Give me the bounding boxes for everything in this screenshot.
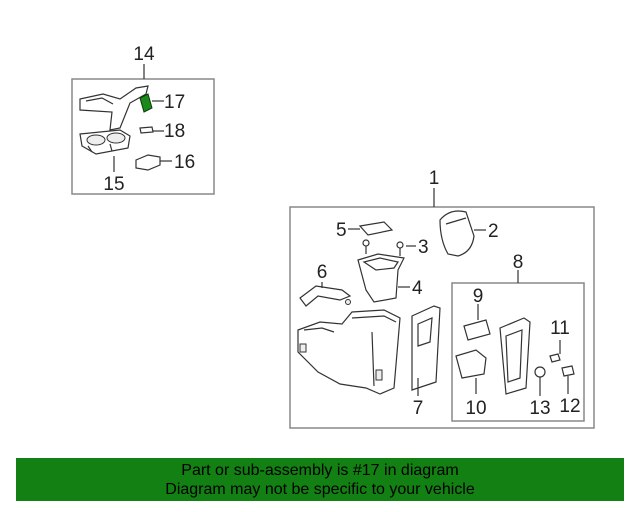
banner-line-2: Diagram may not be specific to your vehi… bbox=[165, 481, 475, 498]
trim-plate-detail bbox=[85, 97, 114, 105]
parts-diagram: 14 17 15 18 16 1 5 bbox=[71, 44, 595, 429]
label-13: 13 bbox=[529, 398, 550, 419]
inset-group-14: 14 17 15 18 16 bbox=[71, 44, 215, 195]
part-12 bbox=[561, 365, 575, 377]
label-18: 18 bbox=[164, 121, 185, 142]
label-10: 10 bbox=[465, 398, 486, 419]
part-18-clip bbox=[139, 126, 154, 134]
sub-group-8: 8 9 10 11 12 13 bbox=[451, 252, 585, 422]
cup-holder-part bbox=[79, 129, 131, 155]
part-16 bbox=[135, 154, 161, 171]
label-14: 14 bbox=[133, 44, 155, 65]
top-trim-plate-part bbox=[79, 85, 149, 131]
label-11: 11 bbox=[550, 318, 570, 339]
label-4: 4 bbox=[412, 278, 423, 299]
label-15: 15 bbox=[103, 174, 124, 195]
info-banner: Part or sub-assembly is #17 in diagram D… bbox=[16, 458, 624, 501]
part-6-bracket bbox=[299, 285, 352, 307]
part-17-highlighted[interactable] bbox=[139, 93, 153, 113]
label-2: 2 bbox=[488, 221, 499, 242]
inset-box-14 bbox=[71, 78, 215, 195]
label-1: 1 bbox=[429, 168, 440, 189]
part-2-lid bbox=[439, 210, 475, 257]
part-11 bbox=[549, 353, 561, 363]
label-6: 6 bbox=[317, 262, 328, 283]
label-5: 5 bbox=[336, 220, 347, 241]
label-3: 3 bbox=[418, 237, 429, 258]
label-7: 7 bbox=[413, 398, 424, 419]
trim-panel bbox=[499, 317, 531, 395]
lid-detail bbox=[445, 217, 467, 225]
part-5-pad bbox=[358, 221, 394, 236]
banner-line-1: Part or sub-assembly is #17 in diagram bbox=[181, 462, 459, 479]
console-body bbox=[297, 309, 401, 395]
part-4-storage-bin bbox=[357, 253, 405, 303]
trim-panel-detail bbox=[505, 329, 523, 383]
part-13 bbox=[534, 366, 546, 378]
side-panel-detail bbox=[417, 317, 433, 347]
label-17: 17 bbox=[164, 92, 185, 113]
part-10 bbox=[455, 349, 487, 379]
label-9: 9 bbox=[473, 286, 484, 307]
part-3-screws bbox=[362, 239, 404, 256]
part-9 bbox=[463, 319, 491, 341]
label-12: 12 bbox=[559, 396, 580, 417]
main-group-1: 1 5 2 3 4 6 bbox=[289, 168, 595, 429]
part-7-side-panel bbox=[411, 305, 441, 391]
main-box-1 bbox=[289, 206, 595, 429]
label-16: 16 bbox=[174, 152, 195, 173]
label-8: 8 bbox=[513, 252, 524, 273]
